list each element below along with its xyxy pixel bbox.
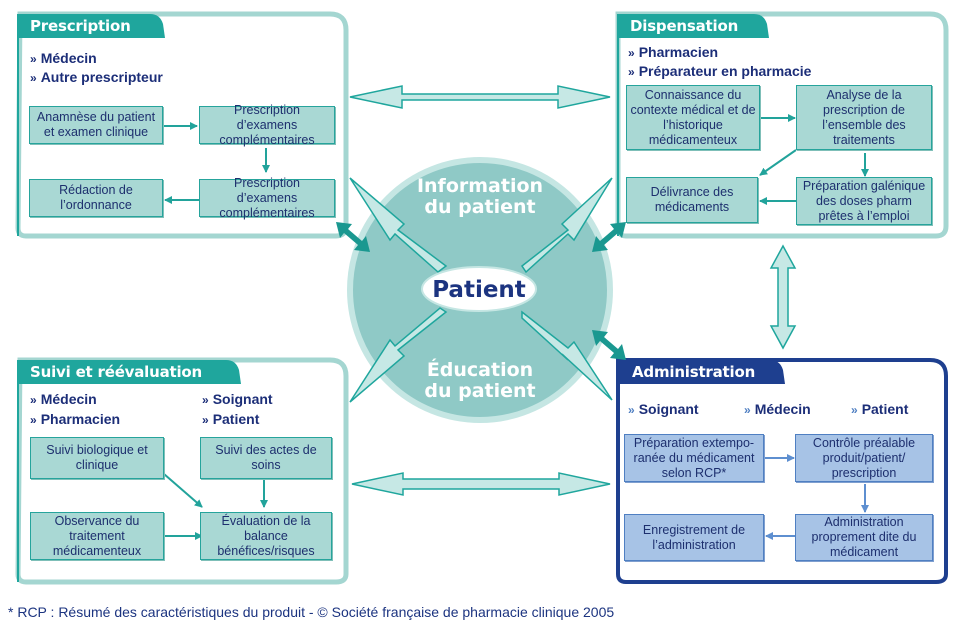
bullet-icon: »: [202, 413, 209, 427]
role-label: Patient: [861, 401, 909, 417]
diagonal-arrows: [349, 177, 613, 403]
suivi-box-biologique: Suivi biologique et clinique: [30, 437, 164, 479]
arrow-dispensation-administration: [769, 244, 797, 350]
connector-top-left: [336, 222, 370, 252]
dispensation-box-preparation: Préparation galénique des doses pharm pr…: [796, 177, 932, 225]
role-label: Pharmacien: [638, 44, 719, 60]
bullet-icon: »: [851, 403, 858, 417]
role-label: Autre prescripteur: [40, 69, 163, 85]
administration-title: Administration: [632, 363, 756, 381]
dispensation-box-delivrance: Délivrance des médicaments: [626, 177, 758, 223]
prescription-role-2: »Autre prescripteur: [30, 69, 163, 85]
connector-top-right: [592, 222, 626, 252]
suivi-role-3: »Soignant: [202, 391, 273, 407]
dispensation-box-contexte: Connaissance du contexte médical et de l…: [626, 85, 760, 150]
dispensation-role-1: »Pharmacien: [628, 44, 718, 60]
bullet-icon: »: [744, 403, 751, 417]
patient-ellipse: [421, 266, 537, 312]
suivi-box-observance: Observance du traitement médicamenteux: [30, 512, 164, 560]
prescription-box-anamnese: Anamnèse du patient et examen clinique: [29, 106, 163, 144]
suivi-role-1: »Médecin: [30, 391, 97, 407]
administration-role-2: »Médecin: [744, 401, 811, 417]
role-label: Patient: [212, 411, 260, 427]
role-label: Pharmacien: [40, 411, 121, 427]
bullet-icon: »: [30, 393, 37, 407]
bullet-icon: »: [30, 52, 37, 66]
role-label: Soignant: [212, 391, 273, 407]
bullet-icon: »: [628, 65, 635, 79]
education-line-2: du patient: [424, 380, 536, 402]
arrow-prescription-dispensation: [349, 85, 611, 109]
prescription-box-exams-1: Prescription d’examens complémentaires: [199, 103, 335, 147]
role-label: Médecin: [40, 391, 97, 407]
bullet-icon: »: [30, 71, 37, 85]
suivi-title: Suivi et réévaluation: [30, 363, 203, 381]
suivi-box-evaluation: Évaluation de la balance bénéfices/risqu…: [200, 512, 332, 560]
diag-arrow-top-left: [349, 177, 448, 273]
administration-box-controle: Contrôle préalable produit/patient/ pres…: [795, 434, 933, 482]
diag-arrow-bottom-left: [349, 307, 448, 403]
diag-arrow-top-right: [520, 177, 613, 274]
circle-connectors: [336, 222, 626, 360]
bullet-icon: »: [628, 403, 635, 417]
bullet-icon: »: [628, 46, 635, 60]
administration-box-enregistrement: Enregistrement de l’administration: [624, 514, 764, 561]
administration-role-1: »Soignant: [628, 401, 699, 417]
role-label: Médecin: [40, 50, 97, 66]
bullet-icon: »: [30, 413, 37, 427]
administration-box-administration: Administration proprement dite du médica…: [795, 514, 933, 561]
role-label: Préparateur en pharmacie: [638, 63, 812, 79]
education-patient-label: Éducation du patient: [380, 360, 580, 402]
administration-box-preparation: Préparation extempo-ranée du médicament …: [624, 434, 764, 482]
dispensation-title: Dispensation: [630, 17, 739, 35]
dispensation-role-2: »Préparateur en pharmacie: [628, 63, 811, 79]
connector-bottom-right: [592, 330, 626, 360]
patient-label: Patient: [432, 277, 526, 303]
information-line-1: Information: [416, 175, 544, 197]
footnote: * RCP : Résumé des caractéristiques du p…: [8, 604, 615, 620]
information-patient-label: Information du patient: [380, 176, 580, 218]
administration-role-3: »Patient: [851, 401, 908, 417]
education-line-1: Éducation: [426, 359, 534, 381]
prescription-box-exams-2: Prescription d’examens complémentaires: [199, 176, 335, 220]
information-line-2: du patient: [424, 196, 536, 218]
dispensation-box-analyse: Analyse de la prescription de l’ensemble…: [796, 85, 932, 150]
suivi-role-2: »Pharmacien: [30, 411, 120, 427]
prescription-role-1: »Médecin: [30, 50, 97, 66]
prescription-title: Prescription: [30, 17, 131, 35]
arrow-suivi-administration: [351, 472, 611, 496]
role-label: Médecin: [754, 401, 811, 417]
diag-arrow-bottom-right: [521, 310, 613, 401]
suivi-role-4: »Patient: [202, 411, 259, 427]
role-label: Soignant: [638, 401, 699, 417]
prescription-box-redaction: Rédaction de l’ordonnance: [29, 179, 163, 217]
bullet-icon: »: [202, 393, 209, 407]
suivi-box-actes: Suivi des actes de soins: [200, 437, 332, 479]
